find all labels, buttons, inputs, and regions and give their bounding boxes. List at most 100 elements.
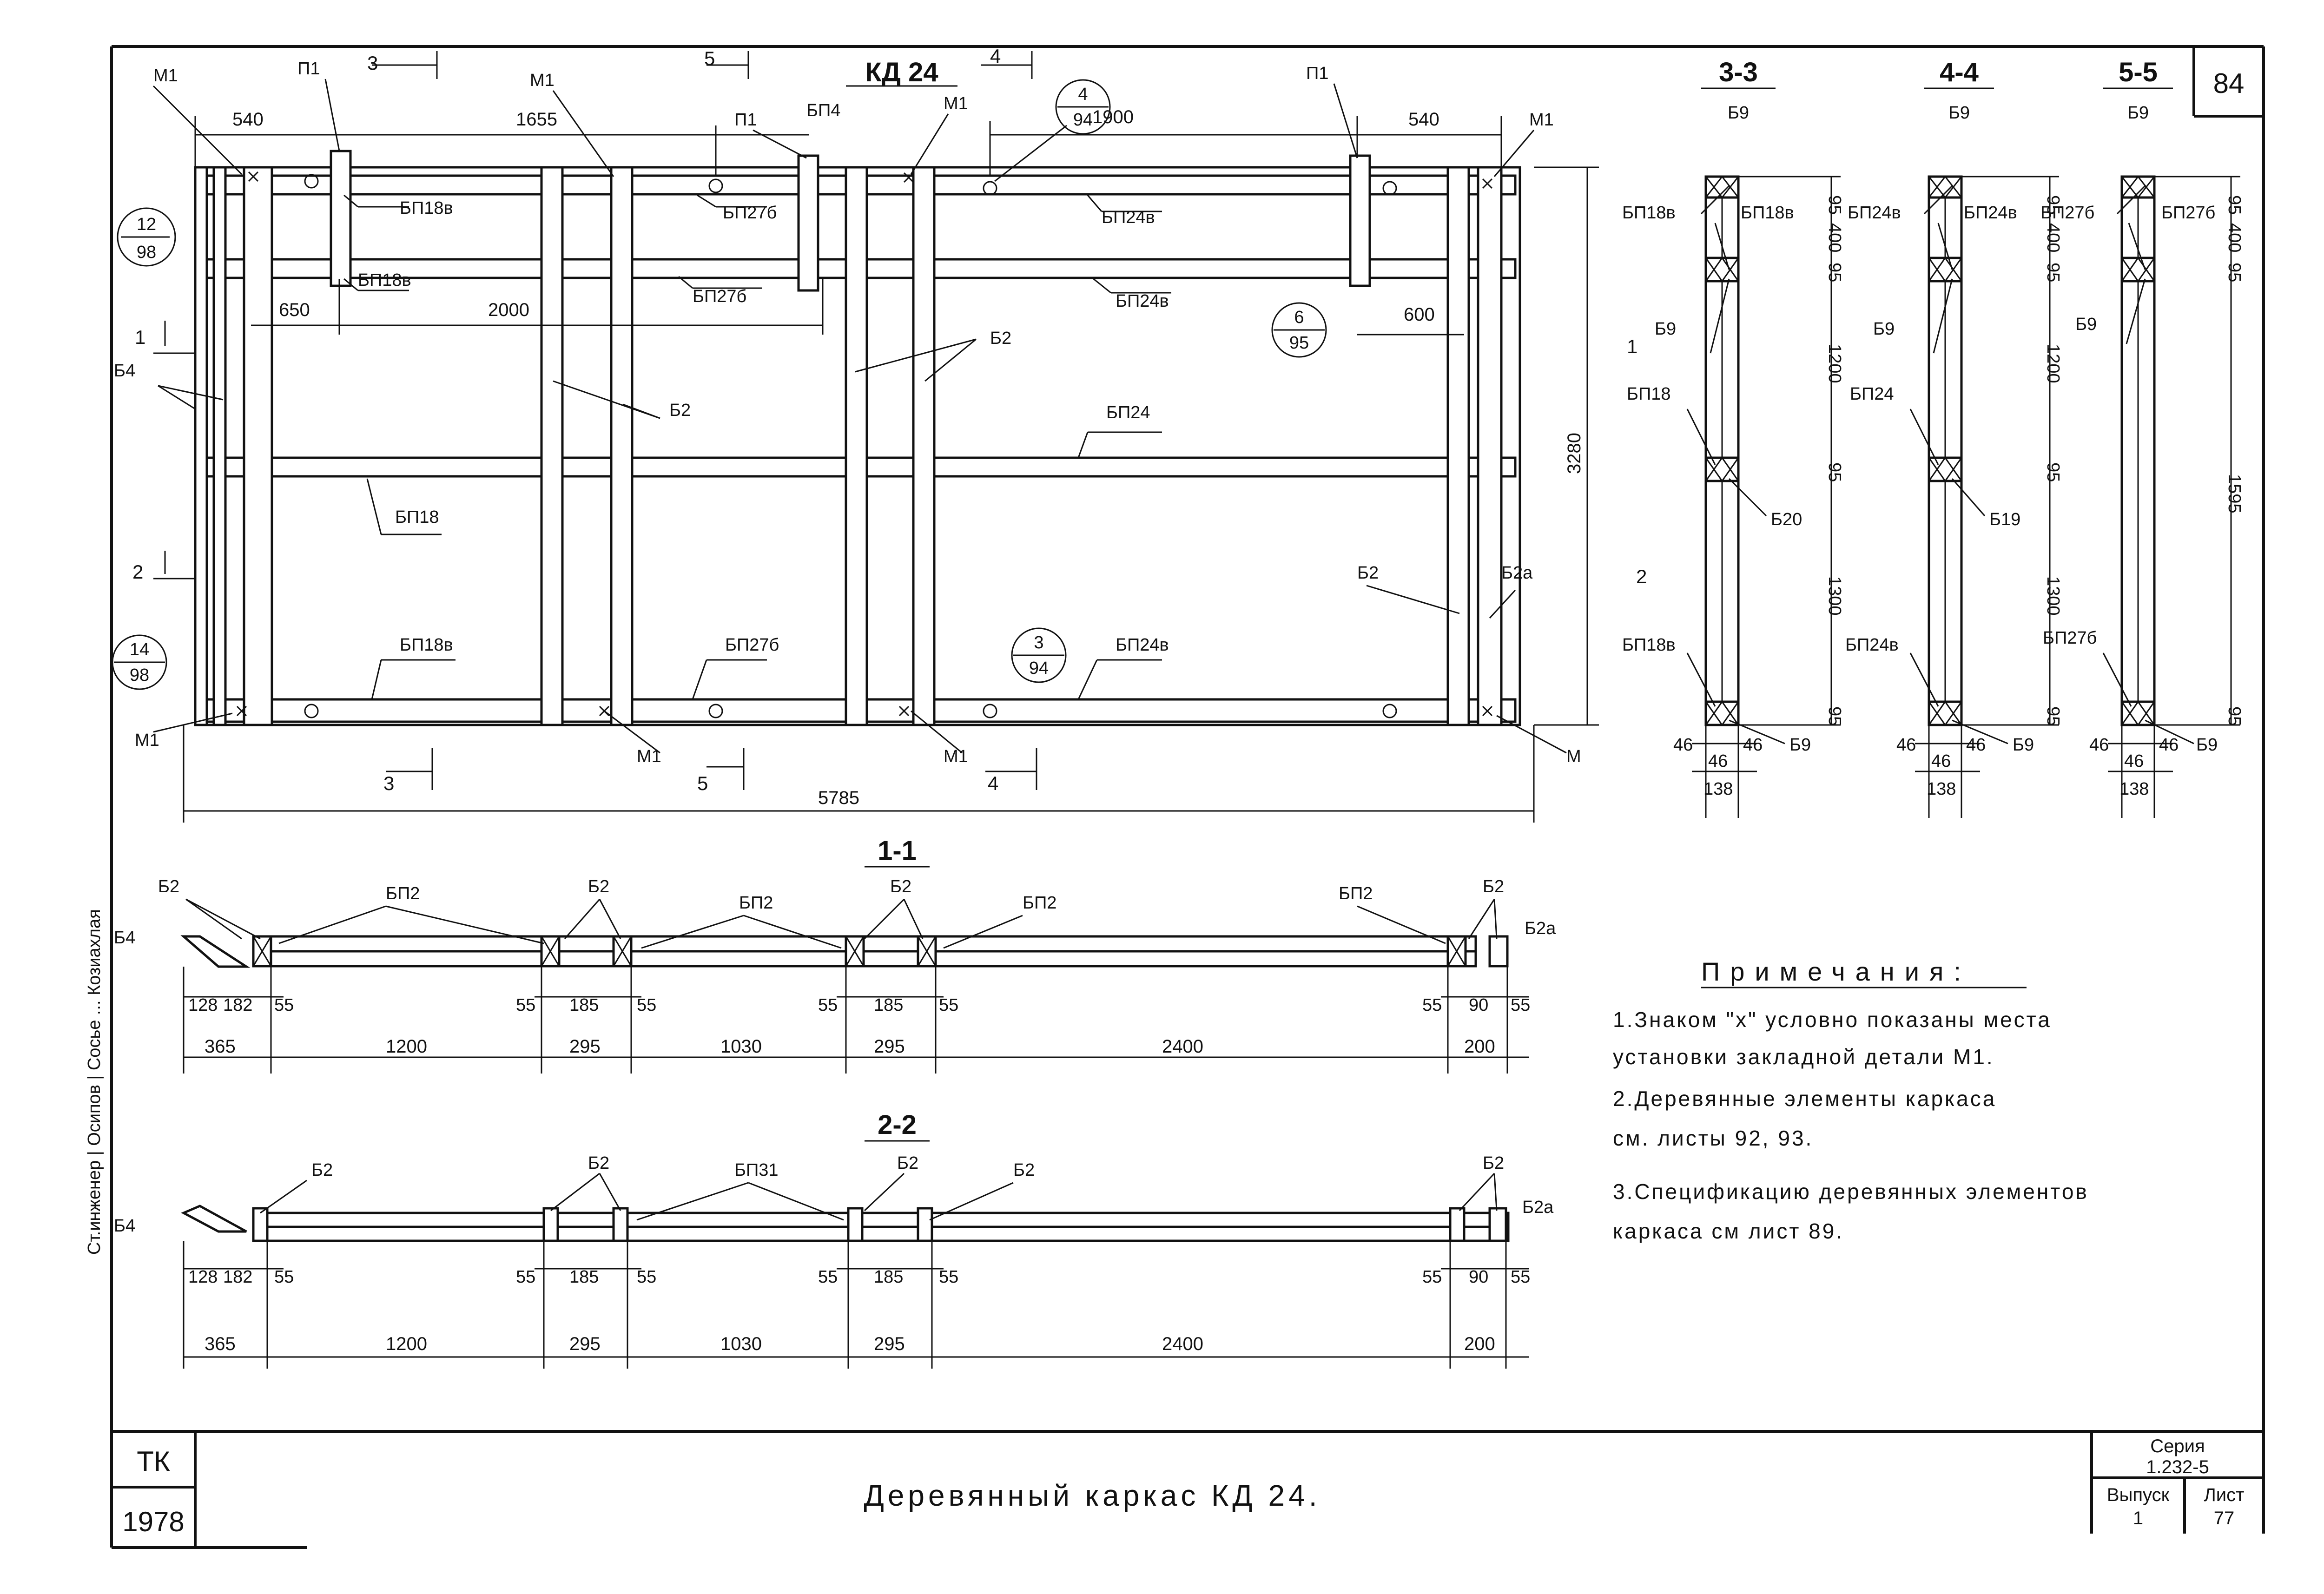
s55-top-beam2: БП27б (2161, 203, 2215, 223)
s11-sdim-0: 128 (188, 995, 218, 1015)
s22-sdim-5: 55 (637, 1267, 656, 1287)
note-line-2: установки закладной детали М1. (1613, 1045, 1994, 1069)
part-leaders (152, 79, 1567, 754)
s11-label-5: БП2 (1023, 893, 1056, 913)
dim-5785: 5785 (818, 788, 859, 808)
post-b2-3 (845, 166, 868, 726)
s11-bdim-3: 1030 (720, 1036, 762, 1057)
post-b2-5 (1446, 166, 1470, 726)
s33-dim-6: 95 (1825, 706, 1844, 726)
s44-bdim-2: 46 (1931, 751, 1951, 771)
s11-sdim-8: 55 (939, 995, 958, 1015)
s33-bot-beam: БП18в (1622, 635, 1676, 655)
cut-4-top: 4 (990, 45, 1001, 67)
stamp-year: 1978 (122, 1506, 184, 1537)
label-m1-t: М1 (530, 71, 555, 90)
s44-dim-5: 1300 (2043, 576, 2063, 616)
section-3-3: 3-3 (1686, 57, 1841, 818)
s44-dim-2: 95 (2043, 263, 2063, 282)
post-left-1 (194, 166, 208, 726)
sheet-value: 77 (2214, 1508, 2235, 1528)
s11-bdim-5: 2400 (1162, 1036, 1203, 1057)
dim-1900: 1900 (1092, 107, 1134, 127)
section-4-4: 4-4 (1909, 57, 2059, 818)
main-view-title: КД 24 (865, 57, 938, 87)
s11-label-6: БП2 (1339, 884, 1373, 903)
dim-1655: 1655 (516, 109, 557, 130)
s22-label-5: Б2 (1483, 1153, 1504, 1173)
s11-label-9: Б4 (114, 928, 135, 948)
s55-mid-b9: Б9 (2075, 315, 2097, 334)
section-3-3-title: 3-3 (1719, 57, 1758, 87)
s55-bottom: Б9 (2196, 735, 2218, 755)
cut-5-bottom: 5 (697, 772, 708, 794)
label-p1-right: П1 (1306, 64, 1328, 83)
label-p1-middle: П1 (734, 110, 757, 130)
s22-sdim-9: 55 (1422, 1267, 1442, 1287)
s11-bdim-0: 365 (205, 1036, 236, 1057)
s33-dim-2: 95 (1825, 263, 1844, 282)
s11-label-0: Б2 (158, 877, 179, 896)
section-5-5: 5-5 (2102, 57, 2240, 818)
s11-label-2: Б2 (588, 877, 609, 896)
section-1-1: 1-1 (180, 836, 1529, 1074)
s11-sdim-3: 55 (516, 995, 535, 1015)
s11-bdim-2: 295 (569, 1036, 601, 1057)
callout-3-num: 3 (1034, 633, 1043, 652)
s55-bdim-0: 46 (2089, 735, 2109, 755)
s55-bdim-3: 138 (2119, 779, 2149, 799)
s33-cut-1: 1 (1627, 336, 1637, 357)
s33-cut-2: 2 (1636, 566, 1647, 587)
note-line-6: каркаса см лист 89. (1613, 1219, 1844, 1243)
s11-sdim-9: 55 (1422, 995, 1442, 1015)
plate-p1-middle (797, 154, 819, 292)
s22-sdim-3: 55 (516, 1267, 535, 1287)
section-cut-marks (153, 51, 1037, 790)
s33-top-beam: БП18в (1622, 203, 1676, 223)
s33-dim-4: 95 (1825, 462, 1844, 482)
s55-top-beam: БП27б (2040, 203, 2094, 223)
section-1-1-title: 1-1 (878, 836, 917, 866)
main-leaders (158, 194, 1516, 700)
s33-top-beam2: БП18в (1741, 203, 1794, 223)
dim-540-right: 540 (1408, 109, 1439, 130)
s22-label-6: Б2а (1522, 1198, 1554, 1217)
note-line-1: 1.Знаком "х" условно показаны места (1613, 1008, 2052, 1032)
s55-dim-3: 1595 (2225, 474, 2244, 514)
section-2-2: 2-2 (181, 1110, 1529, 1369)
section-2-2-title: 2-2 (878, 1110, 917, 1140)
s22-label-1: Б2 (588, 1153, 609, 1173)
s22-label-4: Б2 (1013, 1160, 1035, 1180)
s11-sdim-5: 55 (637, 995, 656, 1015)
s22-bdim-6: 200 (1464, 1334, 1495, 1354)
s33-bdim-2: 46 (1708, 751, 1728, 771)
label-bp24v-top: БП24в (1102, 208, 1155, 227)
label-bp24: БП24 (1106, 403, 1150, 422)
sheet-mark: 84 (2213, 68, 2245, 99)
callout-1-num: 4 (1078, 85, 1088, 104)
label-b4: Б4 (114, 361, 135, 381)
s22-bdim-2: 295 (569, 1334, 601, 1354)
series-label: Серия (2150, 1436, 2205, 1456)
label-m1-t2: М1 (944, 94, 968, 113)
s11-sdim-10: 90 (1469, 995, 1488, 1015)
post-b2-4 (912, 166, 936, 726)
cut-5-top: 5 (704, 47, 715, 69)
label-m1-b2: М1 (944, 747, 968, 766)
post-b2-2 (610, 166, 634, 726)
s22-sdim-8: 55 (939, 1267, 958, 1287)
s22-bdim-5: 2400 (1162, 1334, 1203, 1354)
stamp-org: ТК (137, 1446, 170, 1477)
s44-bdim-0: 46 (1896, 735, 1916, 755)
s22-bdim-1: 1200 (386, 1334, 427, 1354)
s22-sdim-1: 182 (223, 1267, 252, 1287)
label-bp27b-bot: БП27б (725, 635, 779, 655)
s11-bdim-6: 200 (1464, 1036, 1495, 1057)
s55-dim-0: 95 (2225, 195, 2244, 215)
s44-dim-3: 1200 (2043, 344, 2063, 383)
label-m-br: М (1566, 747, 1581, 766)
s11-bdim-4: 295 (874, 1036, 905, 1057)
s22-sdim-4: 185 (569, 1267, 599, 1287)
s44-dim-4: 95 (2043, 462, 2063, 482)
sheet-label: Лист (2204, 1485, 2245, 1505)
